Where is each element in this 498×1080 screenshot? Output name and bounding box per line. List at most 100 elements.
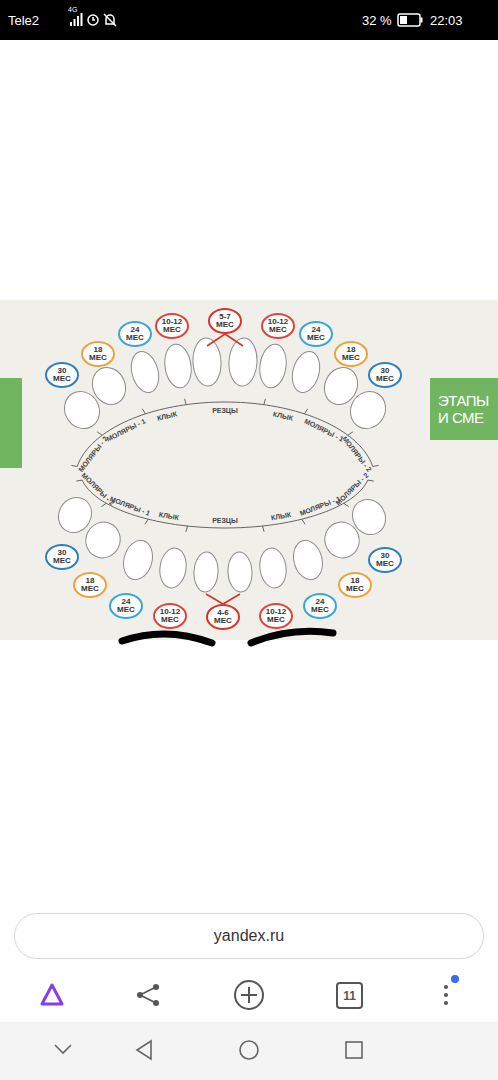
- age-badge: 30 МЕС: [45, 544, 79, 570]
- bracket-tick: [145, 519, 148, 524]
- node-text: 30 МЕС: [50, 549, 74, 566]
- group-label: РЕЗЦЫ: [212, 517, 238, 524]
- group-label: МОЛЯРЫ - 1: [106, 417, 147, 442]
- node-text: 5-7 МЕС: [213, 313, 237, 330]
- age-badge: 10-12 МЕС: [259, 603, 293, 629]
- age-badge: 30 МЕС: [45, 362, 79, 388]
- node-text: 24 МЕС: [308, 598, 332, 615]
- age-badge: 30 МЕС: [368, 362, 402, 388]
- bracket-tick: [344, 503, 349, 506]
- bracket-tick: [142, 409, 145, 414]
- age-badge: 10-12 МЕС: [153, 603, 187, 629]
- label-text: МОЛЯРЫ - 1: [303, 417, 344, 442]
- node-text: 24 МЕС: [114, 598, 138, 615]
- bracket-tick: [186, 526, 188, 532]
- age-badge: 18 МЕС: [338, 572, 372, 598]
- tooth: [193, 551, 219, 592]
- age-badge: 24 МЕС: [303, 593, 337, 619]
- node-text: 24 МЕС: [304, 326, 328, 343]
- reload-icon: [447, 928, 459, 942]
- green-tab: [0, 378, 22, 468]
- tooth: [344, 385, 392, 435]
- bracket-tick: [264, 399, 266, 405]
- age-badge: 24 МЕС: [109, 593, 143, 619]
- age-badge: 10-12 МЕС: [155, 313, 189, 339]
- label-text: КЛЫК: [159, 510, 180, 520]
- status-text: 32 %: [362, 13, 392, 28]
- node-text: 10-12 МЕС: [158, 608, 182, 625]
- address-bar: yandex.ru: [14, 913, 484, 959]
- label-text: РЕЗЦЫ: [212, 517, 238, 524]
- label-text: 22:03: [430, 13, 463, 28]
- label-text: 32 %: [362, 13, 392, 28]
- group-bracket: [77, 402, 372, 466]
- bracket-tick: [185, 399, 187, 405]
- tab-counter: 11: [336, 982, 363, 1009]
- tooth: [227, 551, 253, 592]
- age-badge: 24 МЕС: [299, 321, 333, 347]
- age-badge: 24 МЕС: [118, 321, 152, 347]
- group-label: МОЛЯРЫ - 2: [334, 471, 369, 506]
- label-text: РЕЗЦЫ: [212, 407, 238, 414]
- title-tab: ЭТАПЫ И СМЕ: [430, 378, 498, 440]
- node-text: ЭТАПЫ И СМЕ: [438, 392, 498, 427]
- tooth: [157, 546, 188, 589]
- node-text: yandex.ru: [214, 927, 284, 945]
- toolbar-icons: [42, 975, 459, 1009]
- label-text: МОЛЯРЫ - 2: [80, 471, 115, 506]
- group-label: РЕЗЦЫ: [212, 407, 238, 414]
- age-badge: 10-12 МЕС: [261, 313, 295, 339]
- node-text: 30 МЕС: [373, 367, 397, 384]
- navigation-icons: [55, 1041, 362, 1059]
- bracket-tick: [97, 432, 102, 435]
- label-text: МОЛЯРЫ - 2: [341, 435, 373, 473]
- age-badge: 30 МЕС: [368, 547, 402, 573]
- group-label: МОЛЯРЫ - 2: [341, 435, 373, 473]
- bracket-tick: [71, 465, 77, 466]
- tooth: [257, 546, 288, 589]
- tooth: [127, 348, 163, 395]
- bracket-tick: [348, 432, 353, 435]
- node-text: 11: [343, 989, 356, 1003]
- group-label: МОЛЯРЫ - 1: [299, 495, 341, 517]
- tooth: [80, 517, 126, 564]
- node-text: 10-12 МЕС: [160, 318, 184, 335]
- label-text: МОЛЯРЫ - 1: [106, 417, 147, 442]
- age-badge: 18 МЕС: [334, 341, 368, 367]
- bracket-tick: [263, 526, 265, 532]
- group-bracket: [82, 480, 368, 528]
- label-text: КЛЫК: [270, 510, 291, 520]
- tooth: [346, 493, 392, 540]
- group-label: МОЛЯРЫ - 1: [109, 495, 151, 517]
- tooth: [289, 537, 326, 583]
- age-badge: 18 МЕС: [81, 341, 115, 367]
- navigation-bar: [0, 1022, 498, 1080]
- status-text: 22:03: [430, 13, 463, 28]
- tooth: [228, 337, 258, 386]
- bracket-tick: [302, 519, 305, 524]
- node-text: 10-12 МЕС: [264, 608, 288, 625]
- group-label: МОЛЯРЫ - 1: [303, 417, 344, 442]
- age-badge: 4-6 МЕС: [206, 604, 240, 630]
- bracket-tick: [101, 503, 106, 506]
- age-badge: 5-7 МЕС: [208, 308, 242, 334]
- bracket-tick: [304, 409, 307, 414]
- tooth: [192, 337, 222, 386]
- tooth: [119, 537, 156, 583]
- tooth: [86, 362, 131, 410]
- age-badge: 18 МЕС: [73, 572, 107, 598]
- label-text: МОЛЯРЫ - 1: [299, 495, 341, 517]
- image-background: [0, 300, 498, 640]
- label-text: МОЛЯРЫ - 2: [77, 435, 109, 473]
- label-text: Tele2: [8, 13, 39, 28]
- scribble: [122, 631, 333, 643]
- tooth: [288, 348, 324, 395]
- cross-mark: [206, 334, 243, 604]
- group-label: КЛЫК: [270, 510, 291, 520]
- alarm-icon: [88, 15, 98, 25]
- status-text: 4G: [68, 6, 77, 13]
- status-text: Tele2: [8, 13, 39, 28]
- label-text: КЛЫК: [157, 410, 178, 421]
